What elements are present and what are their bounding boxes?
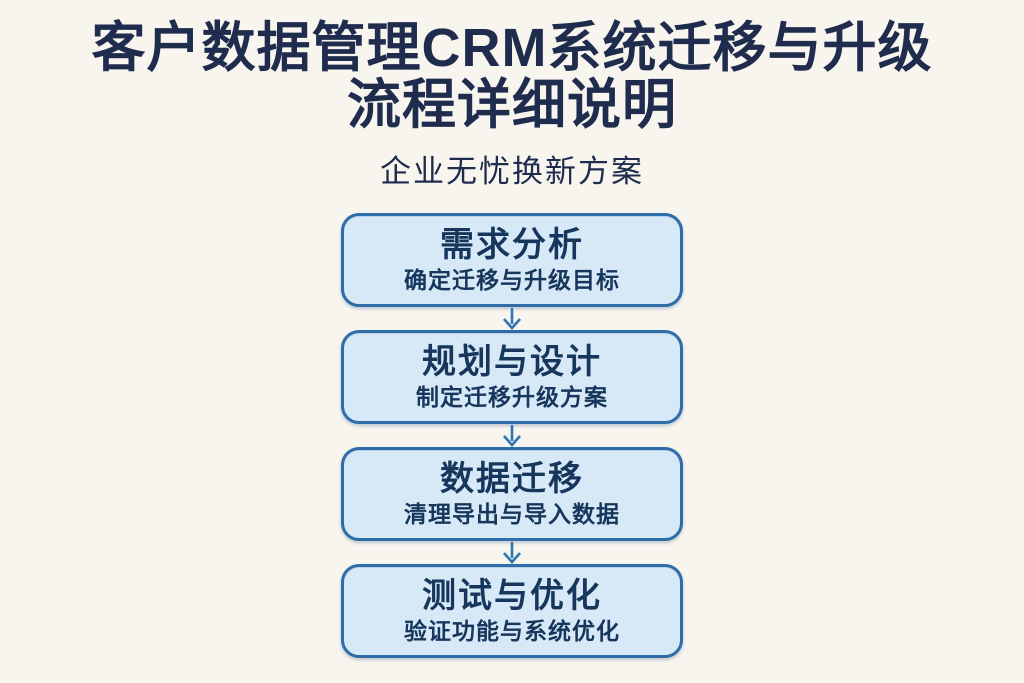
- flow-step-1: 需求分析 确定迁移与升级目标: [341, 213, 683, 308]
- step-title: 需求分析: [440, 226, 584, 265]
- flow-step-3: 数据迁移 清理导出与导入数据: [341, 447, 683, 542]
- step-desc: 清理导出与导入数据: [404, 501, 620, 528]
- step-desc: 制定迁移升级方案: [416, 384, 608, 411]
- page-subtitle: 企业无忧换新方案: [380, 154, 644, 190]
- step-desc: 验证功能与系统优化: [404, 618, 620, 645]
- arrow-down-icon: [499, 424, 525, 447]
- flowchart: 需求分析 确定迁移与升级目标 规划与设计 制定迁移升级方案 数据迁移 清理导出与…: [341, 213, 683, 659]
- arrow-down-icon: [499, 307, 525, 330]
- arrow-down-icon: [499, 541, 525, 564]
- step-desc: 确定迁移与升级目标: [404, 267, 620, 294]
- page-title-line1: 客户数据管理CRM系统迁移与升级: [91, 18, 933, 78]
- flow-step-2: 规划与设计 制定迁移升级方案: [341, 330, 683, 425]
- step-title: 数据迁移: [440, 460, 584, 499]
- page-title: 客户数据管理CRM系统迁移与升级 流程详细说明: [92, 20, 933, 133]
- flow-step-4: 测试与优化 验证功能与系统优化: [341, 564, 683, 659]
- step-title: 规划与设计: [422, 343, 602, 382]
- page-title-line2: 流程详细说明: [346, 74, 677, 135]
- step-title: 测试与优化: [422, 577, 602, 616]
